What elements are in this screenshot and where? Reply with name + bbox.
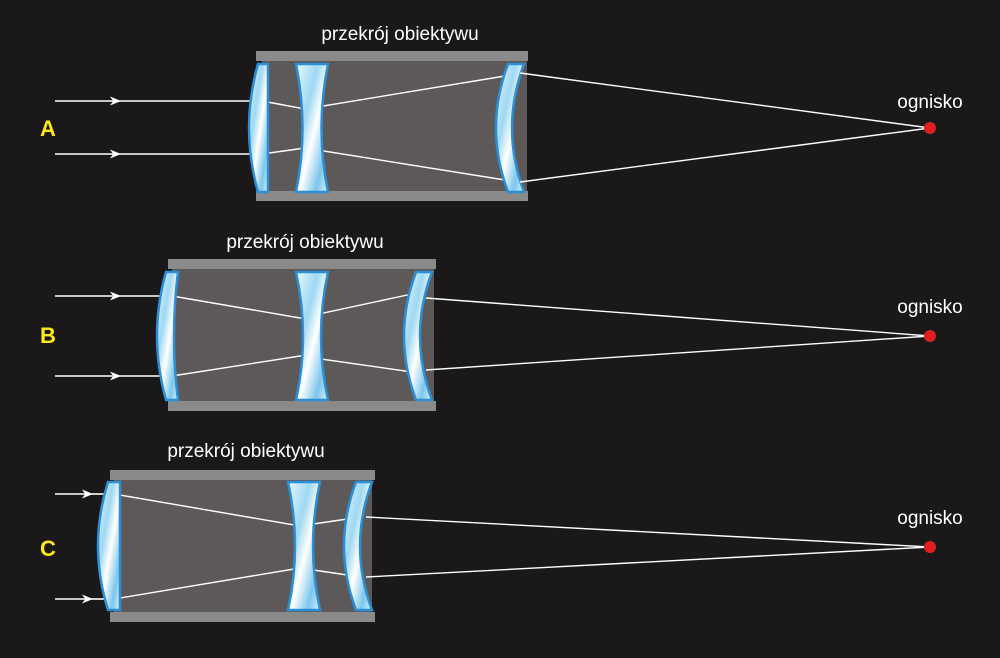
diagram-c-lens-meniscus <box>342 480 374 612</box>
diagram-b-focus-label: ognisko <box>897 297 963 318</box>
diagram-a-lens-concave <box>294 62 330 194</box>
diagram-c: przekrój obiektywu C ognisko <box>40 441 963 622</box>
diagram-b-lens-concave <box>294 270 330 402</box>
diagram-a-lens-front <box>247 62 270 194</box>
diagram-b-focus-point <box>924 330 936 342</box>
diagram-a-tube-bottom-wall <box>256 191 528 201</box>
diagram-a-exit-ray-top <box>519 72 931 129</box>
diagram-a: przekrój obiektywu A ognisko <box>40 24 963 201</box>
diagram-a-focus-label: ognisko <box>897 92 963 113</box>
diagram-a-exit-ray-bottom <box>519 127 931 183</box>
diagram-c-focus-label: ognisko <box>897 508 963 529</box>
diagram-c-exit-ray-top <box>365 516 931 548</box>
diagram-c-lens-concave <box>286 480 322 612</box>
diagram-a-title: przekrój obiektywu <box>321 24 478 45</box>
diagram-c-lens-front <box>96 480 122 612</box>
diagram-a-lens-meniscus <box>494 62 526 194</box>
diagram-a-focus-point <box>924 122 936 134</box>
diagram-c-letter: C <box>40 536 56 561</box>
diagram-c-tube-bottom-wall <box>110 612 375 622</box>
diagram-b-title: przekrój obiektywu <box>226 232 383 253</box>
diagram-b-exit-ray-top <box>425 297 931 337</box>
diagram-b-lens-front <box>155 270 180 402</box>
diagram-b-tube-bottom-wall <box>168 401 436 411</box>
diagram-b-exit-ray-bottom <box>425 335 931 371</box>
diagram-b-lens-meniscus <box>402 270 434 402</box>
diagram-c-tube-top-wall <box>110 470 375 480</box>
diagram-b-tube-top-wall <box>168 259 436 269</box>
diagram-c-title: przekrój obiektywu <box>167 441 324 462</box>
diagram-c-exit-ray-bottom <box>365 546 931 578</box>
diagram-a-tube-top-wall <box>256 51 528 61</box>
diagram-b-letter: B <box>40 323 56 348</box>
diagram-b-internal-ray-bottom <box>171 355 413 377</box>
diagram-b: przekrój obiektywu B ognisko <box>40 232 963 411</box>
diagram-b-internal-ray-top <box>171 293 413 319</box>
diagram-a-letter: A <box>40 116 56 141</box>
diagram-c-focus-point <box>924 541 936 553</box>
